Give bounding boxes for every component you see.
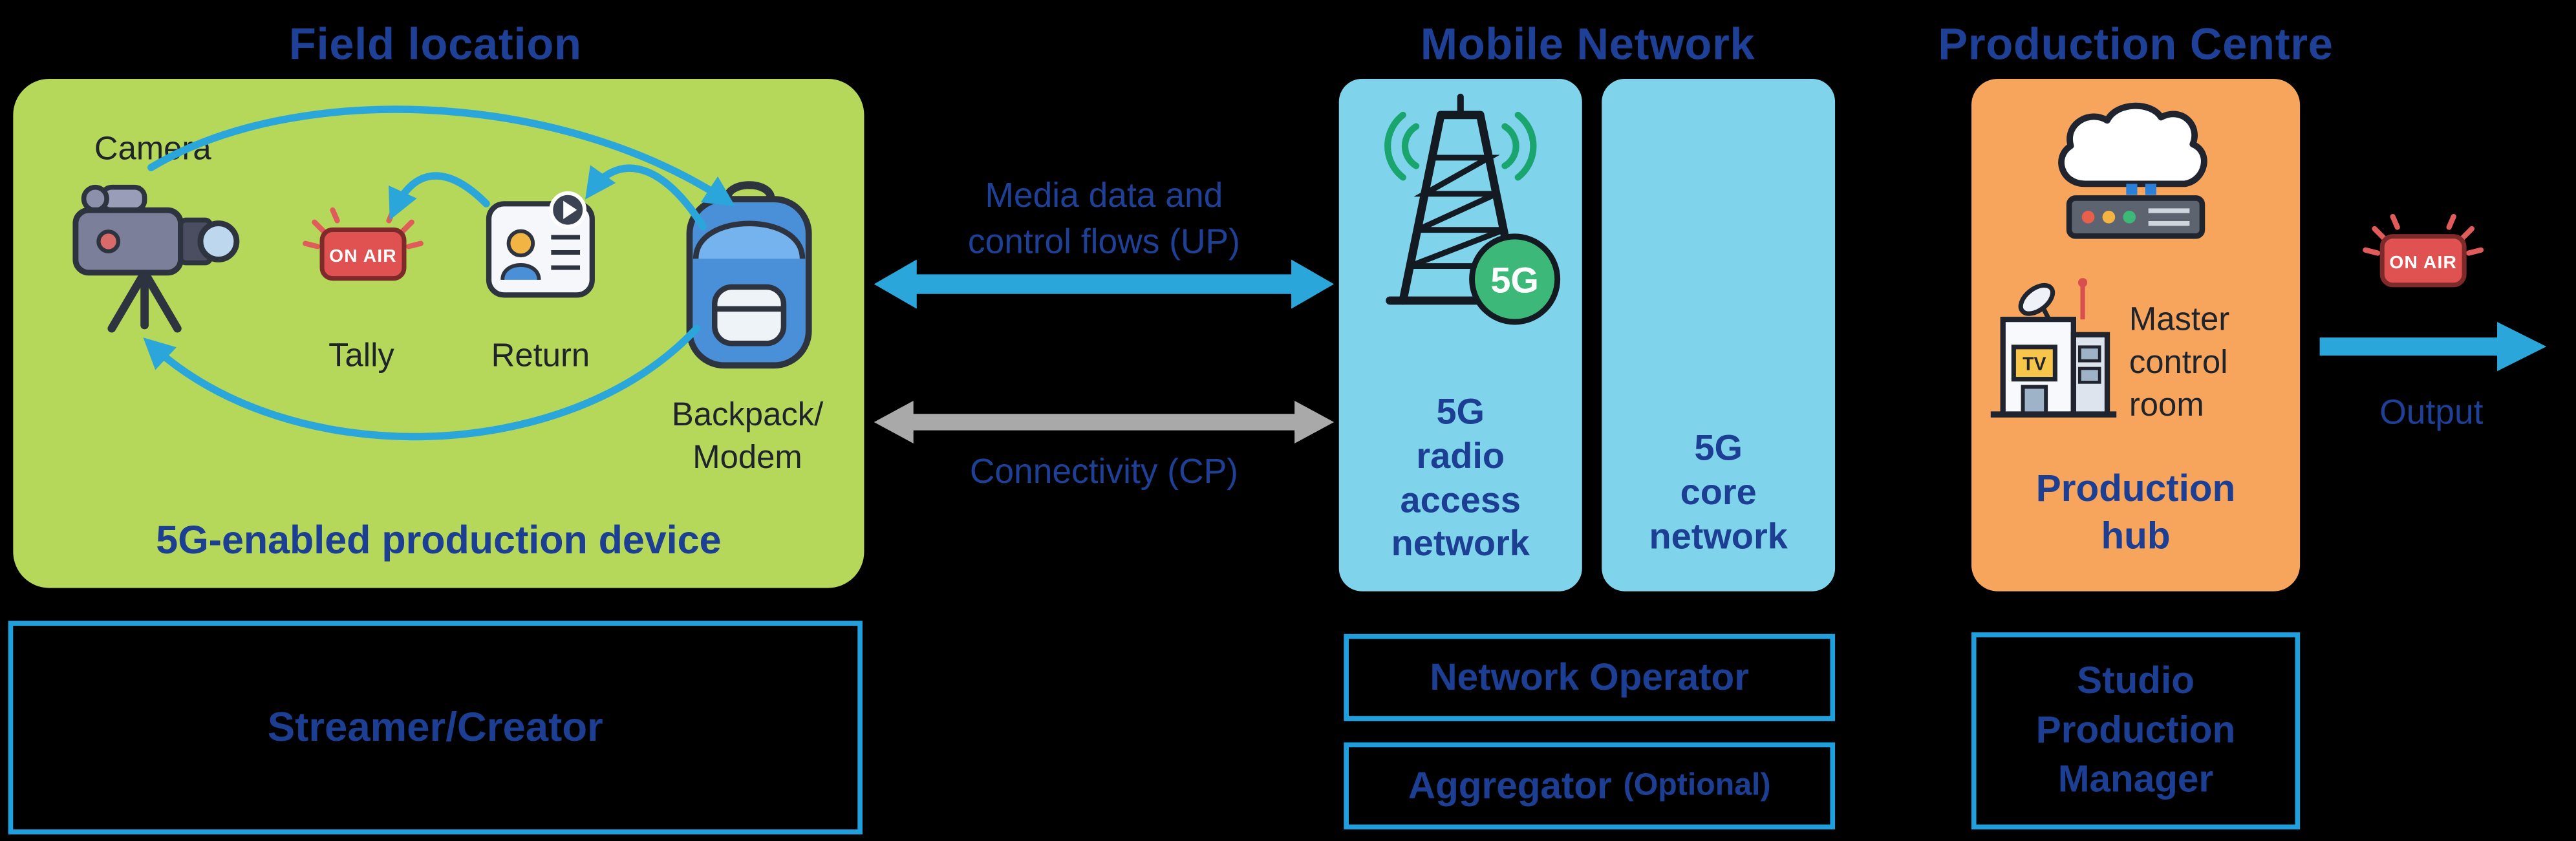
tally-on-air-label: ON AIR xyxy=(329,245,397,266)
studio-production-manager-label: Studio Production Manager xyxy=(2035,659,2236,800)
output-label: Output xyxy=(2379,394,2484,432)
connectivity-label: Connectivity (CP) xyxy=(969,453,1238,491)
field-location-title: Field location xyxy=(288,19,582,69)
cell-tower-5g-icon: 5G xyxy=(1354,92,1567,346)
broadcast-building-icon: TV xyxy=(1984,276,2122,434)
cloud-server-icon xyxy=(2041,92,2231,276)
streamer-creator-label: Streamer/Creator xyxy=(267,703,603,750)
production-centre-panel: TV Master control room Production hub xyxy=(1971,78,2301,591)
streamer-creator-box: Streamer/Creator xyxy=(8,621,863,835)
device-caption: 5G-enabled production device xyxy=(156,518,722,564)
network-operator-label: Network Operator xyxy=(1430,655,1749,698)
aggregator-optional-label: (Optional) xyxy=(1623,767,1771,803)
camera-label: Camera xyxy=(94,131,211,168)
ran-panel: 5G 5G radio access network xyxy=(1338,78,1582,591)
ran-label: 5G radio access network xyxy=(1391,390,1530,564)
backpack-label: Backpack/ Modem xyxy=(671,397,824,476)
media-flow-label: Media data and control flows (UP) xyxy=(967,177,1240,262)
on-air-tally-icon: ON AIR xyxy=(303,207,424,289)
return-feed-screen-icon xyxy=(480,180,601,312)
connectivity-arrow-icon xyxy=(874,394,1335,450)
aggregator-box: Aggregator (Optional) xyxy=(1344,742,1836,830)
mobile-network-title: Mobile Network xyxy=(1420,19,1755,69)
production-centre-title: Production Centre xyxy=(1938,19,2334,69)
core-network-panel: 5G core network xyxy=(1602,78,1836,591)
on-air-sign-icon: ON AIR xyxy=(2363,213,2484,295)
output-arrow-icon xyxy=(2317,319,2547,374)
production-hub-label: Production hub xyxy=(2035,466,2236,557)
tv-window-label: TV xyxy=(2023,354,2046,374)
tally-label: Tally xyxy=(328,338,394,375)
aggregator-label: Aggregator xyxy=(1408,763,1612,807)
field-location-panel: Camera xyxy=(13,78,864,588)
video-camera-icon xyxy=(59,174,243,338)
studio-production-manager-box: Studio Production Manager xyxy=(1971,632,2301,830)
media-flow-arrow-icon xyxy=(874,253,1335,315)
core-network-label: 5G core network xyxy=(1649,427,1788,557)
network-operator-box: Network Operator xyxy=(1344,633,1836,721)
output-on-air-label: ON AIR xyxy=(2389,251,2457,272)
backpack-modem-icon xyxy=(677,174,822,384)
return-label: Return xyxy=(491,338,590,375)
master-control-room-label: Master control room xyxy=(2129,302,2230,424)
tower-5g-badge-label: 5G xyxy=(1490,259,1539,300)
